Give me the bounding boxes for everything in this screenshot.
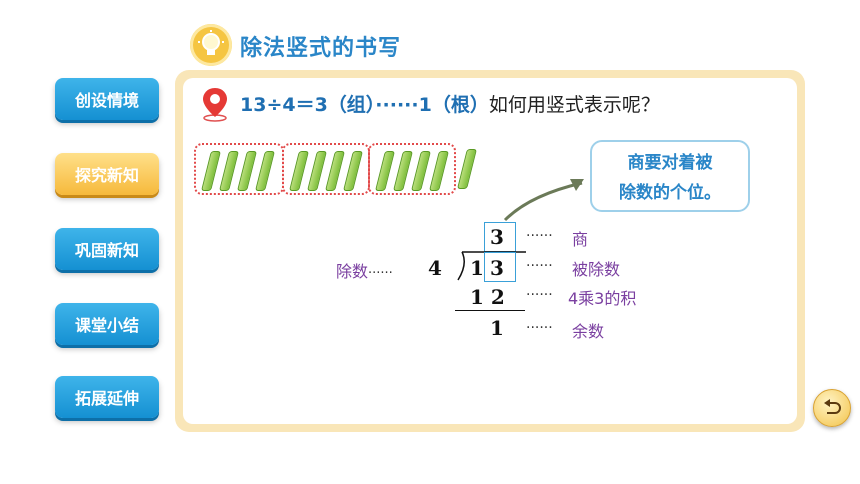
nav-button-explore[interactable]: 探究新知	[55, 153, 159, 195]
stick-group-2	[282, 143, 370, 195]
nav-button-scenario[interactable]: 创设情境	[55, 78, 159, 120]
divisor-digit: 4	[428, 256, 442, 280]
dividend-ones: 3	[490, 256, 504, 280]
dividend-leader: ······	[526, 258, 553, 274]
nav-button-practice[interactable]: 巩固新知	[55, 228, 159, 270]
remainder-leader: ······	[526, 320, 553, 336]
section-title: 除法竖式的书写	[240, 36, 402, 61]
pointer-arrow	[503, 179, 584, 222]
return-arrow-icon[interactable]	[813, 389, 851, 427]
quotient-leader: ······	[526, 228, 553, 244]
question-equation: 13÷4＝3（组）······1（根）	[240, 94, 489, 116]
stick-group-1	[194, 143, 284, 195]
remainder-label: 余数	[572, 322, 605, 341]
question-text: 13÷4＝3（组）······1（根）如何用竖式表示呢？	[240, 90, 660, 117]
nav-button-summary[interactable]: 课堂小结	[55, 303, 159, 345]
product-label: 4乘3的积	[568, 289, 637, 308]
hint-line-1: 商要对着被	[627, 153, 713, 173]
divisor-label: 除数······	[336, 262, 393, 281]
dividend-tens: 1	[470, 256, 484, 280]
product-digits: 1 2	[470, 285, 505, 309]
product-leader: ······	[526, 287, 553, 303]
hint-bubble: 商要对着被 除数的个位。	[590, 140, 750, 212]
lightbulb-icon	[190, 24, 232, 66]
location-pin-icon	[200, 86, 230, 126]
quotient-label: 商	[572, 230, 589, 249]
stick-group-3	[368, 143, 456, 195]
subtraction-line	[455, 310, 525, 311]
hint-line-2: 除数的个位。	[619, 183, 721, 203]
nav-button-extension[interactable]: 拓展延伸	[55, 376, 159, 418]
dividend-label: 被除数	[572, 260, 621, 279]
quotient-digit: 3	[490, 225, 504, 249]
remainder-digit: 1	[490, 316, 504, 340]
question-prompt: 如何用竖式表示呢？	[488, 94, 660, 116]
dividend-ones-highlight	[484, 252, 516, 282]
